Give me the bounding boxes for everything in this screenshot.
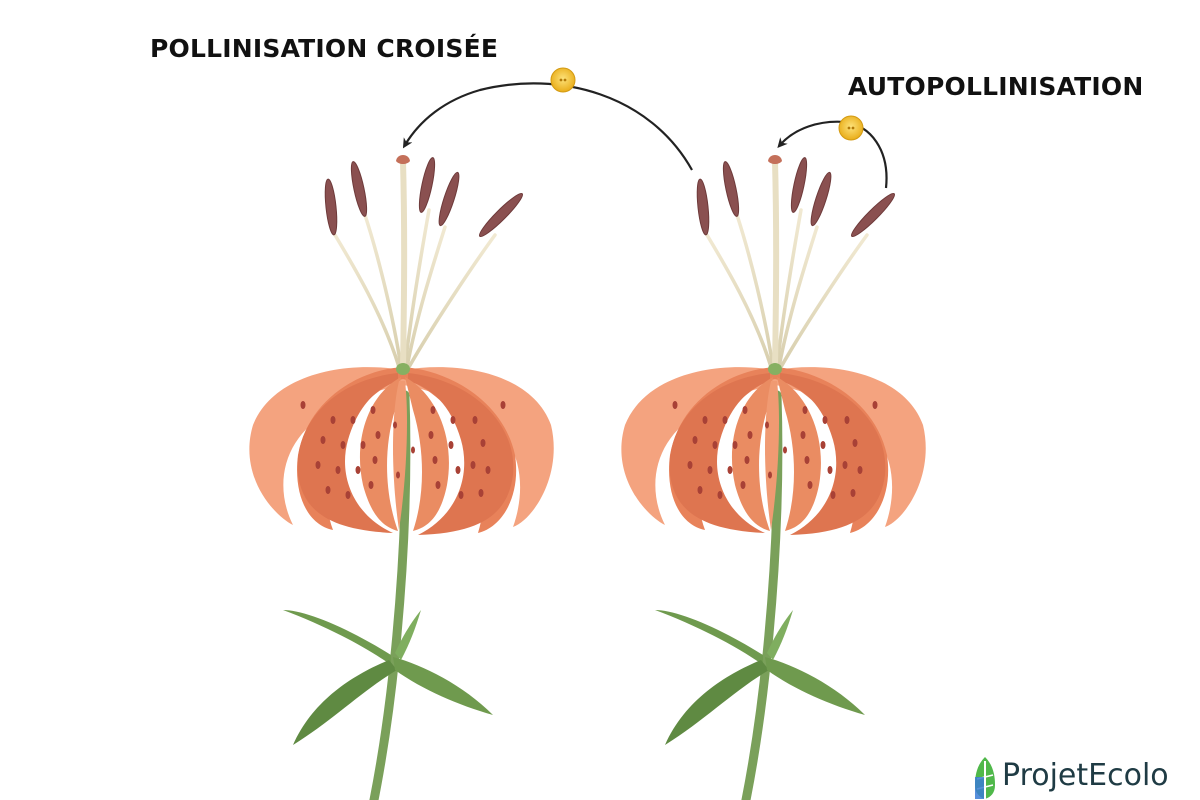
lily-flower-right [621,155,925,800]
logo: ProjetEcolo [970,752,1169,798]
self-pollination-label: AUTOPOLLINISATION [848,72,1144,101]
cross-pollination-arrow [405,83,692,170]
pollen-grain-icon [551,68,575,92]
pollen-grain-icon [839,116,863,140]
cross-pollination-label: POLLINISATION CROISÉE [150,34,498,63]
logo-text: ProjetEcolo [1002,758,1169,793]
lily-flower-left [249,155,553,800]
